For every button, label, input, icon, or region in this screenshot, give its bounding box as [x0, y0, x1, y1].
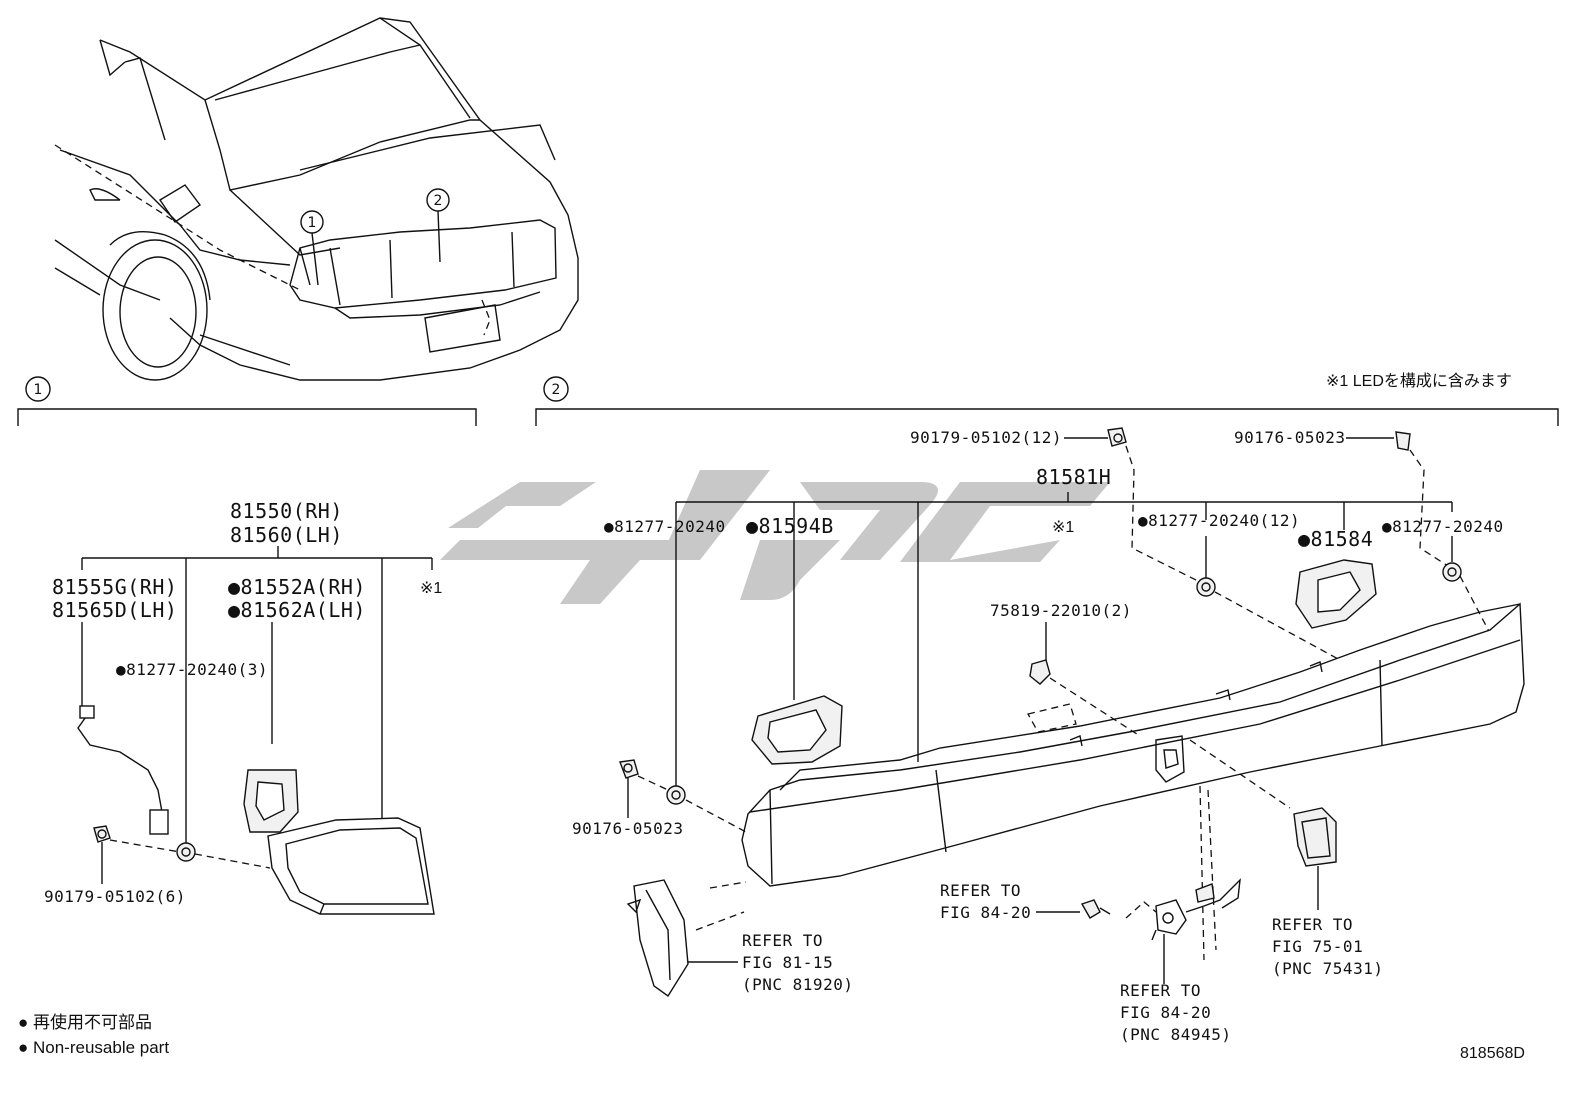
callout-2: 2 [552, 382, 561, 398]
group-1: 1 81550(RH) 81560(LH) 81555G(RH) 81565D(… [17, 376, 477, 915]
ref-84945-line3: (PNC 84945) [1120, 1025, 1231, 1044]
label-75819: 75819-22010(2) [990, 601, 1132, 620]
label-90179-6: 90179-05102(6) [44, 887, 186, 906]
label-90176-left: 90176-05023 [572, 819, 683, 838]
figure-code: 818568D [1460, 1045, 1525, 1062]
label-81277-3: ●81277-20240(3) [116, 660, 268, 679]
ref-81-15-line2: FIG 81-15 [742, 953, 833, 972]
led-note: ※1 LEDを構成に含みます [1326, 372, 1512, 390]
ref-84-20-line2: FIG 84-20 [940, 903, 1031, 922]
label-81562a: ●81562A(LH) [228, 598, 366, 622]
legend-en: ● Non-reusable part [18, 1038, 169, 1057]
ref-84-20-line1: REFER TO [940, 881, 1021, 900]
ref-84945-line1: REFER TO [1120, 981, 1201, 1000]
label-81277-right: ●81277-20240 [1382, 517, 1504, 536]
label-81552a: ●81552A(RH) [228, 575, 366, 599]
ref-75431-line1: REFER TO [1272, 915, 1353, 934]
label-81584: ●81584 [1298, 527, 1373, 551]
label-81555g: 81555G(RH) [52, 575, 177, 599]
mark-1-group1: ※1 [420, 580, 442, 597]
label-81550: 81550(RH) [230, 499, 343, 523]
callout-1-car: 1 [308, 215, 317, 231]
legend: ● 再使用不可部品 ● Non-reusable part [18, 1012, 169, 1057]
label-81594b: ●81594B [746, 514, 834, 538]
label-90179-12: 90179-05102(12) [910, 428, 1062, 447]
label-81277-left: ●81277-20240 [604, 517, 726, 536]
ref-75431-line3: (PNC 75431) [1272, 959, 1383, 978]
group-2: 2 ※1 LEDを構成に含みます 90179-05102(12) 90176-0… [535, 372, 1559, 1044]
label-81581h: 81581H [1036, 465, 1111, 489]
label-81560: 81560(LH) [230, 523, 343, 547]
ref-81-15-line3: (PNC 81920) [742, 975, 853, 994]
label-81565d: 81565D(LH) [52, 598, 177, 622]
label-81277-12: ●81277-20240(12) [1138, 511, 1300, 530]
mark-1-group2: ※1 [1052, 519, 1074, 536]
vehicle-rear-view: 1 2 [54, 17, 579, 381]
ref-75431-line2: FIG 75-01 [1272, 937, 1363, 956]
legend-jp: ● 再使用不可部品 [18, 1012, 152, 1032]
ref-81-15-line1: REFER TO [742, 931, 823, 950]
callout-2-car: 2 [434, 193, 443, 209]
callout-1: 1 [34, 382, 43, 398]
ref-84945-line2: FIG 84-20 [1120, 1003, 1211, 1022]
label-90176-top: 90176-05023 [1234, 428, 1345, 447]
